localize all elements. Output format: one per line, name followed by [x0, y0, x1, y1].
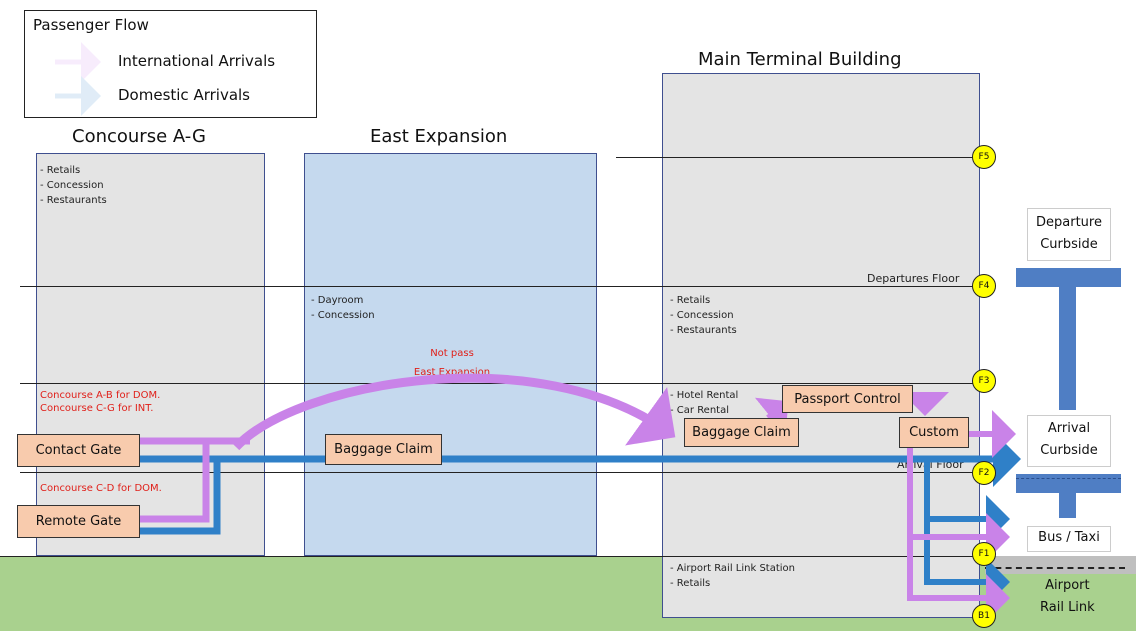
arrival-curbside-line: Curbside [1040, 443, 1098, 458]
international-to-passport-flow [754, 397, 789, 435]
departures-floor-label: Departures Floor [867, 272, 960, 285]
concourse-ab-note-line: Concourse C-G for INT. [40, 403, 154, 414]
international-to-custom-flow [901, 392, 949, 416]
remote-gate-node: Remote Gate [17, 505, 140, 538]
departure-curbside-platform [1016, 268, 1121, 287]
east-facility-item: - Dayroom [311, 295, 364, 306]
floor-marker-b1: B1 [972, 604, 996, 628]
main-f3-facility-item: - Hotel Rental [670, 390, 739, 401]
legend-domestic-label: Domestic Arrivals [118, 86, 250, 104]
ground-right-band [985, 556, 1136, 574]
rail-link-line: Airport [1045, 578, 1090, 593]
concourse-facility-list: - Retails - Concession - Restaurants [40, 163, 107, 208]
contact-gate-node: Contact Gate [17, 434, 140, 467]
east-facility-list: - Dayroom - Concession [311, 293, 375, 323]
floor-marker-f3: F3 [972, 369, 996, 393]
east-expansion-title: East Expansion [370, 126, 508, 147]
international-to-rail-flow [907, 537, 1010, 622]
main-f4-facility-item: - Retails [670, 295, 711, 306]
baggage-claim-main-node: Baggage Claim [684, 418, 799, 447]
curbside-column-lower [1059, 493, 1076, 518]
floor-line-f4 [20, 286, 980, 287]
curbside-dashed-line [1016, 478, 1121, 479]
concourse-building [36, 153, 265, 556]
rail-link-line: Rail Link [1040, 600, 1095, 615]
concourse-facility-item: - Restaurants [40, 195, 107, 206]
departure-curbside-label: Departure Curbside [1027, 208, 1111, 261]
not-pass-note-line: Not pass [430, 348, 474, 359]
departure-curbside-line: Curbside [1040, 237, 1098, 252]
east-facility-item: - Concession [311, 310, 375, 321]
concourse-ab-note: Concourse A-B for DOM. Concourse C-G for… [40, 389, 160, 415]
floor-marker-f2: F2 [972, 461, 996, 485]
floor-marker-f1: F1 [972, 542, 996, 566]
legend-title: Passenger Flow [33, 16, 149, 34]
floor-line-f1-dashed [985, 567, 1125, 569]
main-f3-facility-item: - Car Rental [670, 405, 730, 416]
main-b1-facility-list: - Airport Rail Link Station - Retails [670, 561, 795, 591]
legend-box [24, 10, 317, 118]
floor-marker-f5: F5 [972, 145, 996, 169]
not-pass-note: Not pass East Expansion [412, 347, 492, 379]
concourse-title: Concourse A-G [72, 126, 206, 147]
main-b1-facility-item: - Airport Rail Link Station [670, 563, 795, 574]
concourse-ab-note-line: Concourse A-B for DOM. [40, 390, 161, 401]
custom-node: Custom [899, 417, 969, 448]
concourse-cd-note: Concourse C-D for DOM. [40, 483, 162, 494]
not-pass-note-line: East Expansion [413, 367, 491, 378]
curbside-column-upper [1059, 287, 1076, 410]
floor-line-f1 [0, 556, 980, 557]
main-f3-facility-list: - Hotel Rental - Car Rental [670, 388, 738, 418]
main-b1-facility-item: - Retails [670, 578, 711, 589]
arrival-curbside-line: Arrival [1047, 421, 1091, 436]
concourse-facility-item: - Concession [40, 180, 104, 191]
legend-international-label: International Arrivals [118, 52, 276, 70]
international-remote-gate-flow [140, 441, 210, 523]
passport-control-node: Passport Control [782, 385, 913, 413]
domestic-remote-gate-flow [140, 459, 221, 535]
international-bypass-arc [232, 373, 676, 451]
main-f4-facility-list: - Retails - Concession - Restaurants [670, 293, 737, 338]
arrival-curbside-label: Arrival Curbside [1027, 415, 1111, 467]
main-f4-facility-item: - Restaurants [670, 325, 737, 336]
concourse-facility-item: - Retails [40, 165, 81, 176]
baggage-claim-east-node: Baggage Claim [325, 434, 442, 465]
bus-taxi-label: Bus / Taxi [1027, 526, 1111, 552]
floor-line-f2 [20, 472, 980, 473]
east-expansion-building [304, 153, 597, 556]
floor-line-f5 [616, 157, 980, 158]
departure-curbside-line: Departure [1036, 215, 1102, 230]
main-terminal-title: Main Terminal Building [698, 49, 902, 70]
floor-marker-f4: F4 [972, 274, 996, 298]
rail-link-label: Airport Rail Link [1040, 575, 1095, 619]
main-f4-facility-item: - Concession [670, 310, 734, 321]
